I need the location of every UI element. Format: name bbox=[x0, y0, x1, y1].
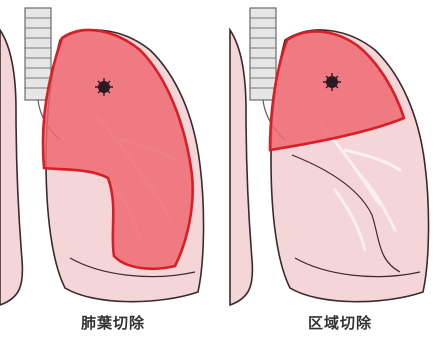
panel-segmentectomy bbox=[230, 8, 429, 305]
trachea bbox=[25, 8, 51, 100]
caption-segmentectomy: 区域切除 bbox=[308, 312, 372, 333]
trachea bbox=[250, 8, 276, 100]
caption-lobectomy: 肺葉切除 bbox=[81, 312, 145, 333]
left-lung-partial bbox=[230, 30, 252, 305]
left-lung-partial bbox=[0, 30, 22, 305]
panel-lobectomy bbox=[0, 8, 204, 305]
